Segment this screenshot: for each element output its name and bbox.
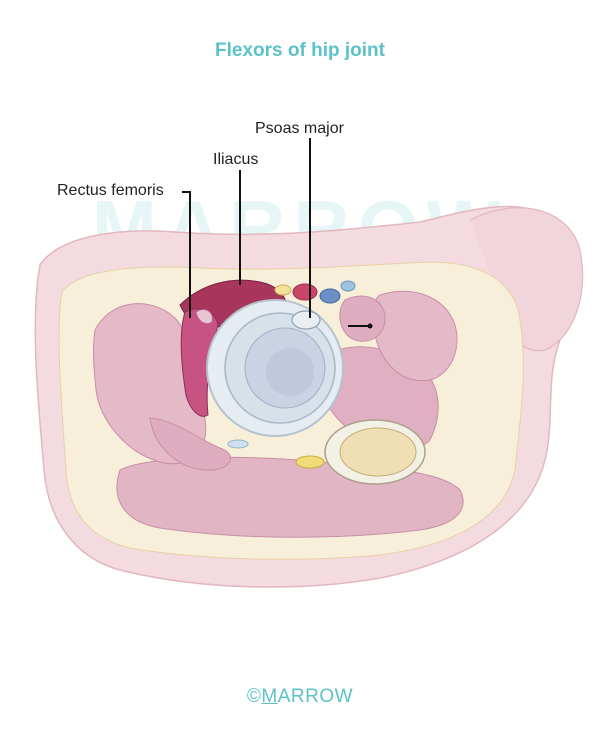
posterior-thigh-muscles (149, 417, 232, 471)
femoral-head-highlight (266, 348, 314, 396)
femoral-nerve (274, 284, 292, 296)
rectus-femoris-leader-line (182, 191, 191, 318)
copyright-symbol: © (246, 686, 262, 707)
pectineus-leader-dot (367, 323, 373, 329)
sartorius-muscle (195, 309, 213, 324)
posterior-vessel (227, 439, 249, 449)
pectineus-muscle (339, 295, 386, 342)
femoral-vein (319, 288, 341, 304)
lymph-node (340, 280, 356, 292)
brand-name: ARROW (277, 686, 354, 707)
rectus-femoris-label: Rectus femoris (57, 182, 164, 199)
iliacus-label: Iliacus (213, 151, 259, 168)
femur-marrow (339, 427, 417, 477)
sciatic-nerve (295, 455, 325, 469)
psoas-major-muscle (291, 310, 321, 330)
copyright-footer: ©MARROW (0, 686, 600, 708)
rectus-femoris-muscle (180, 308, 219, 417)
psoas-major-label: Psoas major (255, 120, 344, 137)
diagram-title: Flexors of hip joint (215, 40, 385, 61)
femoral-artery (292, 283, 318, 301)
brand-initial: M (261, 686, 278, 707)
